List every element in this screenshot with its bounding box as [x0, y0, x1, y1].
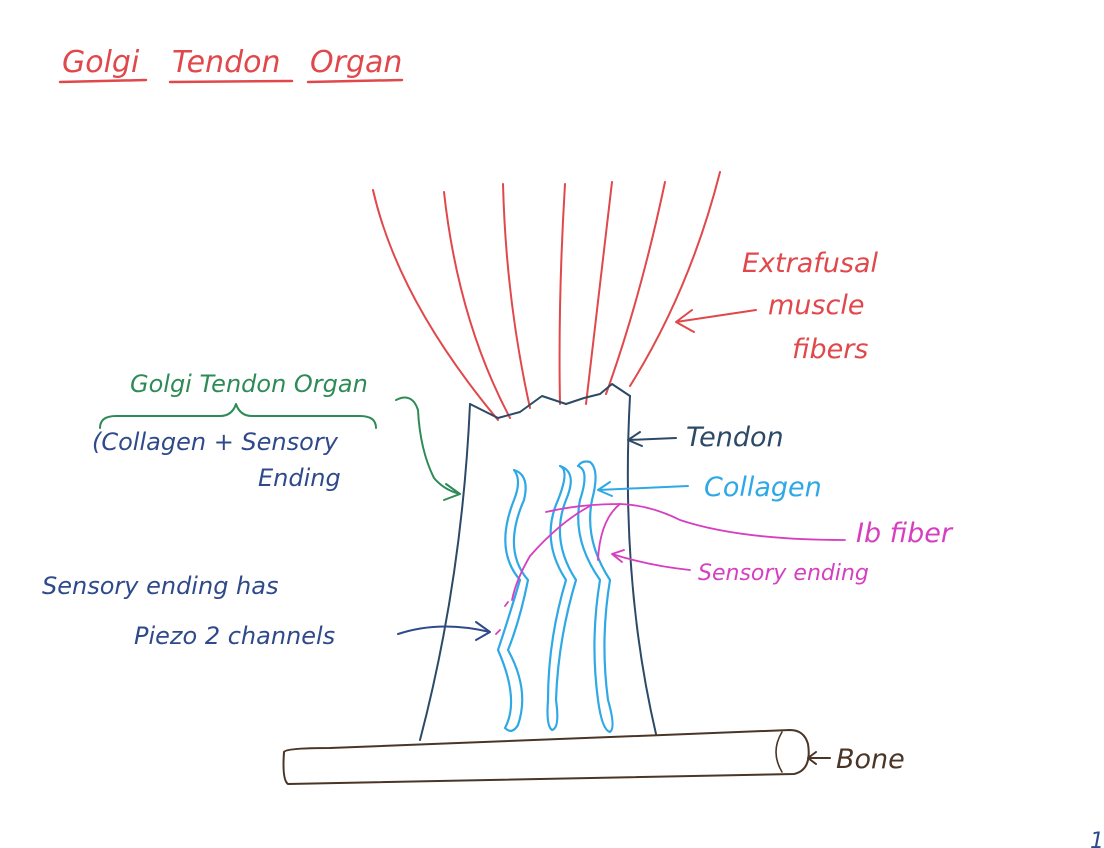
- title: Golgi Tendon Organ: [58, 45, 404, 84]
- collagen-label: Collagen: [597, 472, 822, 503]
- title-word-tendon: Tendon: [172, 45, 281, 80]
- tendon-label: Tendon: [627, 422, 784, 453]
- gto-label: Golgi Tendon Organ: [99, 370, 461, 501]
- svg-text:Sensory ending has: Sensory ending has: [42, 572, 278, 600]
- ib-fiber-label: Ib fiber: [856, 518, 954, 549]
- svg-text:Sensory ending: Sensory ending: [698, 561, 869, 586]
- bone: Bone: [282, 729, 905, 785]
- title-underline-golgi: [58, 78, 148, 84]
- collagen-arrow: [597, 481, 689, 497]
- sensory-ending-arrow: [611, 549, 691, 571]
- piezo-arrow: [397, 621, 491, 641]
- svg-text:(Collagen + Sensory: (Collagen + Sensory: [92, 428, 339, 456]
- extrafusal-arrow: [675, 309, 757, 333]
- collagen-fibers: [496, 460, 614, 734]
- svg-text:Golgi Tendon Organ: Golgi Tendon Organ: [130, 370, 368, 398]
- ib-fiber-and-endings: [495, 503, 846, 635]
- svg-text:Tendon: Tendon: [686, 422, 784, 453]
- extrafusal-muscle-fibers: [372, 171, 721, 421]
- svg-text:Extrafusal: Extrafusal: [742, 248, 879, 279]
- bone-arrow: [807, 751, 831, 765]
- svg-text:Piezo 2 channels: Piezo 2 channels: [134, 622, 335, 650]
- title-word-organ: Organ: [310, 45, 402, 80]
- svg-text:Ib fiber: Ib fiber: [856, 518, 954, 549]
- svg-text:Ending: Ending: [258, 464, 341, 492]
- gto-components-label: (Collagen + Sensory Ending: [92, 428, 341, 492]
- gto-brace: [99, 403, 377, 429]
- svg-text:Collagen: Collagen: [704, 472, 822, 503]
- svg-text:fibers: fibers: [792, 334, 868, 365]
- title-word-golgi: Golgi: [62, 45, 140, 80]
- page-number: 1: [1090, 829, 1104, 848]
- title-underline-tendon: [168, 79, 294, 84]
- tendon: [419, 383, 657, 741]
- sensory-ending-label: Sensory ending: [611, 549, 869, 586]
- piezo-label: Sensory ending has Piezo 2 channels: [42, 572, 491, 650]
- tendon-arrow: [627, 431, 677, 447]
- svg-text:Bone: Bone: [836, 744, 905, 775]
- title-underline-organ: [306, 78, 404, 84]
- svg-text:muscle: muscle: [768, 290, 864, 321]
- extrafusal-label: Extrafusal muscle fibers: [675, 248, 879, 365]
- gto-arrow: [395, 396, 461, 501]
